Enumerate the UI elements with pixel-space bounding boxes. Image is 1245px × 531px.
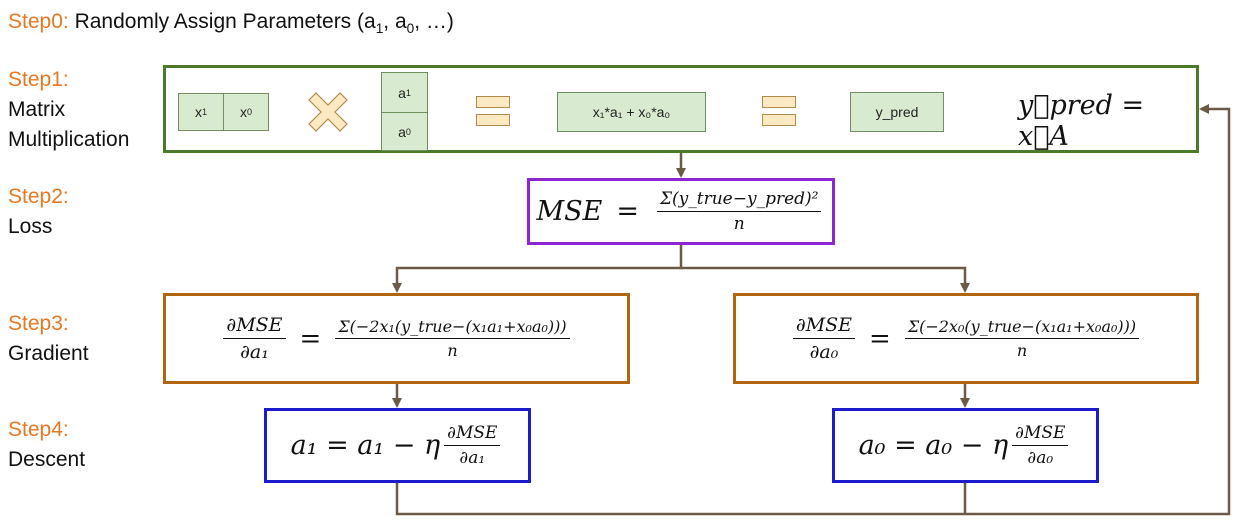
step2-label: Step2: <box>8 185 69 208</box>
descent-a0-box: a₀ = a₀ − η ∂MSE ∂a₀ <box>832 408 1099 483</box>
step4-label: Step4: <box>8 418 69 441</box>
multiply-icon <box>308 92 348 132</box>
equals-icon-2-bottom <box>762 114 796 126</box>
connector-step2-split <box>392 244 683 293</box>
equals-icon-2-top <box>762 96 796 108</box>
step4-desc: Descent <box>8 448 86 471</box>
prediction-formula: y⃗pred = x⃗A <box>1018 90 1145 152</box>
step0-row: Step0: Randomly Assign Parameters (a1, a… <box>8 10 454 36</box>
step3-desc: Gradient <box>8 342 89 365</box>
descent-a0-formula: a₀ = a₀ − η ∂MSE ∂a₀ <box>835 411 1096 480</box>
connector-step2-right <box>681 266 970 293</box>
step0-label: Step0: <box>8 10 69 33</box>
loss-numerator: Σ(y_true−y_pred)² <box>657 189 822 212</box>
descent-a1-box: a₁ = a₁ − η ∂MSE ∂a₁ <box>264 408 531 483</box>
loss-box: MSE = Σ(y_true−y_pred)² n <box>527 178 835 245</box>
gradient-a1-box: ∂MSE ∂a₁ = Σ(−2x₁(y_true−(x₁a₁+x₀a₀))) n <box>163 293 630 384</box>
loss-formula: MSE = Σ(y_true−y_pred)² n <box>530 181 832 242</box>
product-cell: x₁*a₁ + x₀*a₀ <box>557 92 706 132</box>
gradient-a1-formula: ∂MSE ∂a₁ = Σ(−2x₁(y_true−(x₁a₁+x₀a₀))) n <box>166 296 627 381</box>
step3-label: Step3: <box>8 312 69 335</box>
step1-label: Step1: <box>8 68 69 91</box>
step1-desc-line2: Multiplication <box>8 128 130 151</box>
step0-text: Randomly Assign Parameters (a1, a0, …) <box>74 10 454 37</box>
step1-desc-line1: Matrix <box>8 98 66 121</box>
loop-back-left <box>395 104 1231 516</box>
gradient-a0-formula: ∂MSE ∂a₀ = Σ(−2x₀(y_true−(x₁a₁+x₀a₀))) n <box>736 296 1196 381</box>
equals-icon-1-bottom <box>476 114 510 126</box>
equals-icon-1-top <box>476 96 510 108</box>
gradient-a0-box: ∂MSE ∂a₀ = Σ(−2x₀(y_true−(x₁a₁+x₀a₀))) n <box>733 293 1199 384</box>
descent-a1-formula: a₁ = a₁ − η ∂MSE ∂a₁ <box>267 411 528 480</box>
loss-denominator: n <box>733 214 745 234</box>
ypred-cell: y_pred <box>850 92 944 132</box>
step2-desc: Loss <box>8 215 53 238</box>
